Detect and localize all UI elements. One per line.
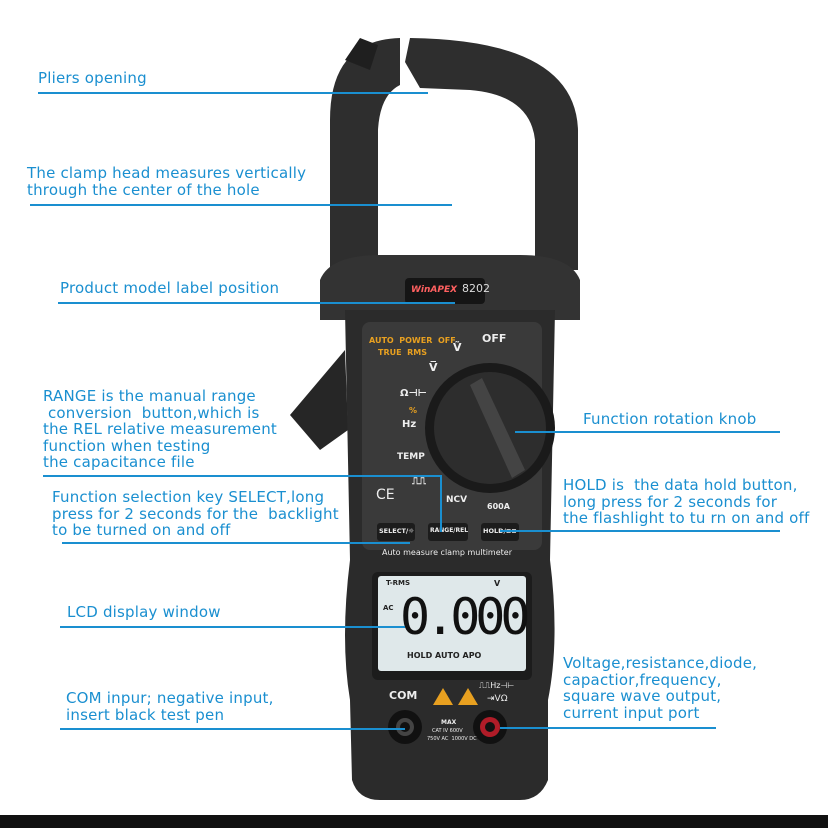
leader-line [500,530,780,532]
bottom-bar [0,815,828,828]
annotation-range: RANGE is the manual range conversion but… [43,387,278,471]
leader-line [500,727,716,729]
dial-vdc: V̅ [429,361,438,374]
true-rms-label: TRUE RMS [378,348,428,357]
model-number: 8202 [462,282,490,295]
lcd-unit: V [494,579,501,588]
max-label: MAX [441,719,457,726]
dial-temp: TEMP [397,452,425,462]
annotation-hold: HOLD is the data hold button, long press… [563,476,810,527]
hold-button[interactable]: HOLD/⊏≡ [483,527,517,535]
leader-line [62,542,410,544]
leader-line [58,302,455,304]
annotation-com: COM inpur; negative input, insert black … [66,689,274,724]
lcd-trms: T-RMS [386,579,411,587]
annotation-voltage-port: Voltage,resistance,diode, capactior,freq… [563,654,758,722]
annotation-lcd: LCD display window [67,603,221,621]
select-button[interactable]: SELECT/☼ [379,527,415,535]
dial-vac: Ṽ [453,341,462,354]
ce-mark: CE [376,487,395,503]
leader-line [60,626,405,628]
dial-ohm: Ω⊣⊢ [400,388,427,399]
com-label: COM [389,689,418,702]
leader-line [60,728,405,730]
annotation-model-label: Product model label position [60,279,280,297]
leader-line [38,92,428,94]
annotation-clamp-head: The clamp head measures vertically throu… [27,164,307,199]
lcd-ac: AC [383,604,394,612]
leader-line [30,204,452,206]
lcd-reading: 0.000 [400,588,530,646]
annotation-knob: Function rotation knob [583,410,757,428]
brand-logo: WinAPEX [411,285,458,295]
dial-600a: 600A [487,502,510,511]
dial-ncv: NCV [446,495,468,505]
range-rel-button[interactable]: RANGE/REL [430,527,469,534]
cat-rating: CAT IV 600V [432,728,463,734]
dial-off: OFF [482,332,507,345]
voltage-limits: 750V AC 1000V DC [427,736,477,742]
leader-line [43,475,441,477]
annotation-select: Function selection key SELECT,long press… [52,488,339,539]
dial-square-wave: ⎍⎍ [412,476,426,487]
right-jack-label-1: ⎍⎍Hz⊣⊢ [479,681,515,690]
dial-hz: Hz [402,419,417,430]
leader-line [440,475,442,532]
right-jack-label-2: ⇥VΩ [487,694,508,704]
device-subtitle: Auto measure clamp multimeter [382,548,512,557]
lcd-status: HOLD AUTO APO [407,651,482,660]
dial-percent: % [409,406,418,415]
auto-power-off-label: AUTO POWER OFF [369,336,456,345]
leader-line [515,431,780,433]
annotation-pliers-opening: Pliers opening [38,69,147,87]
